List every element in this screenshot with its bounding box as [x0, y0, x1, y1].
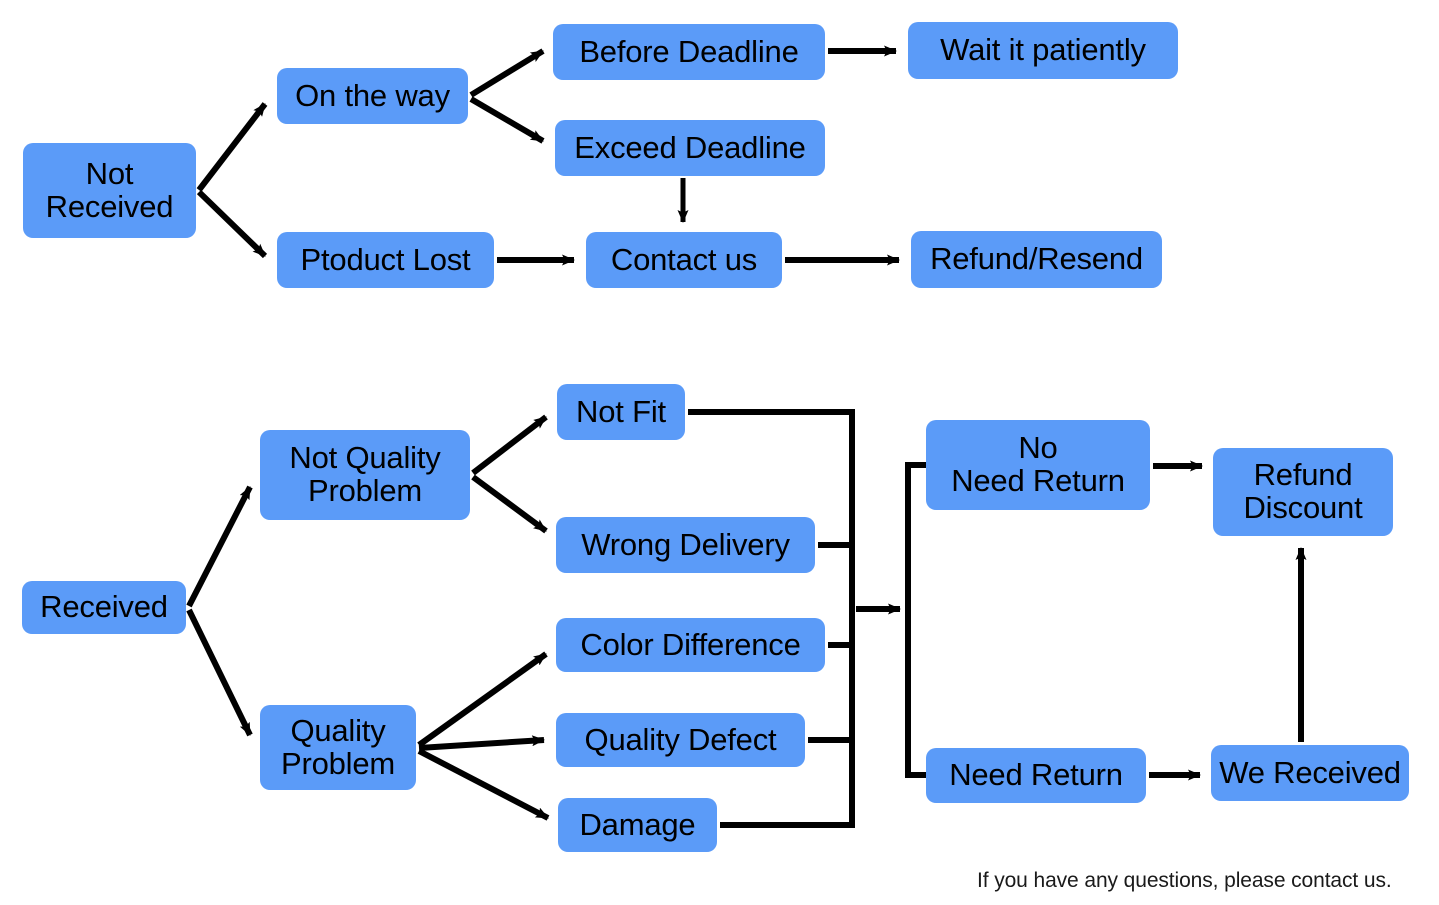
node-quality-defect[interactable]: Quality Defect — [556, 713, 805, 767]
node-wrong-delivery[interactable]: Wrong Delivery — [556, 517, 815, 573]
node-need-return[interactable]: Need Return — [926, 748, 1146, 803]
node-before-deadline[interactable]: Before Deadline — [553, 24, 825, 80]
edge-return-bus-branches — [905, 462, 928, 778]
edge-quality-to-color-difference — [417, 651, 548, 748]
node-quality-problem[interactable]: Quality Problem — [260, 705, 416, 790]
node-not-quality-problem[interactable]: Not Quality Problem — [260, 430, 470, 520]
edge-quality-to-damage — [417, 748, 550, 821]
edge-not-received-to-on-the-way — [196, 102, 268, 192]
node-not-fit[interactable]: Not Fit — [557, 384, 685, 440]
edge-not-received-to-ptoduct-lost — [196, 189, 268, 259]
edge-received-to-quality-problem — [186, 608, 253, 737]
node-refund-resend[interactable]: Refund/Resend — [911, 231, 1162, 288]
edge-on-the-way-to-before-deadline — [469, 48, 545, 98]
node-color-difference[interactable]: Color Difference — [556, 618, 825, 672]
node-no-need-return[interactable]: No Need Return — [926, 420, 1150, 510]
node-damage[interactable]: Damage — [558, 798, 717, 852]
node-received[interactable]: Received — [22, 581, 186, 634]
node-not-received[interactable]: Not Received — [23, 143, 196, 238]
edge-not-quality-to-not-fit — [471, 414, 548, 476]
edge-received-to-not-quality-problem — [186, 485, 253, 608]
edge-on-the-way-to-exceed-deadline — [469, 96, 545, 144]
node-refund-discount[interactable]: Refund Discount — [1213, 448, 1393, 536]
edge-not-quality-to-wrong-delivery — [471, 474, 548, 534]
node-exceed-deadline[interactable]: Exceed Deadline — [555, 120, 825, 176]
edge-quality-to-quality-defect — [418, 735, 545, 751]
node-on-the-way[interactable]: On the way — [277, 68, 468, 124]
footnote-text: If you have any questions, please contac… — [977, 869, 1392, 892]
node-we-received[interactable]: We Received — [1211, 745, 1409, 801]
node-contact-us[interactable]: Contact us — [586, 232, 782, 288]
node-wait-it-patiently[interactable]: Wait it patiently — [908, 22, 1178, 79]
node-ptoduct-lost[interactable]: Ptoduct Lost — [277, 232, 494, 288]
